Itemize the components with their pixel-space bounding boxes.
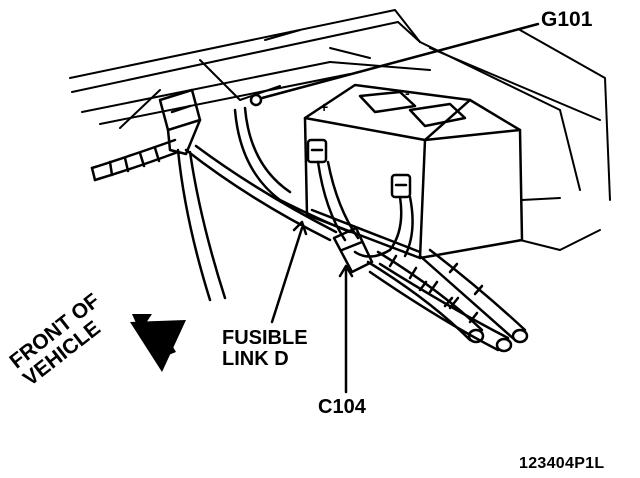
corrugated-cable-3: [418, 248, 529, 344]
positive-terminal: [306, 138, 328, 164]
negative-symbol: -: [405, 85, 410, 101]
main-harness: [184, 106, 352, 242]
g101-leader: [260, 22, 540, 100]
fusible-link-label: FUSIBLE LINK D: [222, 328, 308, 370]
positive-symbol: +: [320, 99, 328, 115]
battery: [303, 83, 524, 260]
c104-label: C104: [318, 396, 366, 418]
fender-panel: [69, 9, 611, 201]
connector-c104: [332, 226, 374, 274]
g101-label: G101: [541, 8, 593, 31]
battery-terminal-symbols: + -: [320, 85, 410, 115]
negative-terminal: [390, 173, 412, 199]
fusible-link-label-line2: LINK D: [222, 348, 289, 370]
bay-detail-right: [519, 197, 601, 251]
corrugated-cable-2: [368, 262, 513, 353]
front-of-vehicle-arrow: [130, 314, 186, 372]
fusible-link-label-line1: FUSIBLE: [222, 327, 308, 349]
figure-code: 123404P1L: [519, 455, 605, 472]
fusible-link-leader: [270, 220, 308, 324]
ground-eyelet-g101: [249, 93, 263, 107]
wiring-loom-left: [90, 138, 180, 182]
wiring-harness-down: [176, 148, 227, 302]
c104-leader: [338, 264, 354, 394]
